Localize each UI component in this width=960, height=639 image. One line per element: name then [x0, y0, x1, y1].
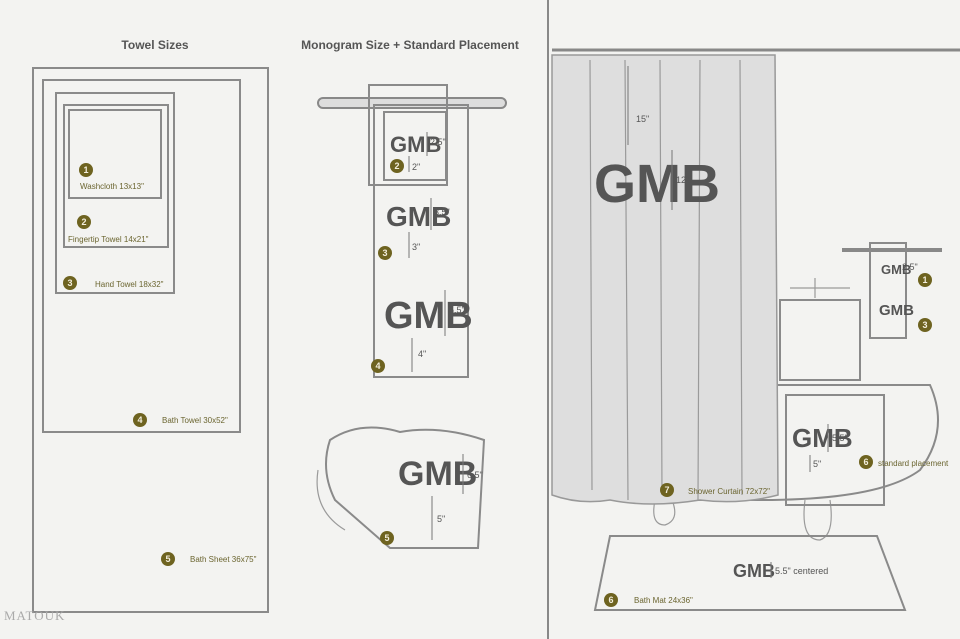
- svg-text:5: 5: [384, 533, 389, 543]
- small-towel-badge-1: 1: [918, 273, 932, 287]
- svg-text:Hand Towel 18x32": Hand Towel 18x32": [95, 280, 164, 289]
- monogram-fingertip: GMB 2.5" 2" 2: [390, 132, 446, 173]
- hand-towel-label: 3 Hand Towel 18x32": [63, 276, 164, 290]
- bathroom-fixtures: GMB 2.5" GMB: [653, 242, 942, 541]
- svg-text:standard placement: standard placement: [878, 459, 949, 468]
- svg-text:GMB: GMB: [594, 154, 720, 214]
- folded-bath-sheet: GMB 6.5" 5" 5: [316, 426, 486, 549]
- svg-text:GMB: GMB: [881, 262, 911, 277]
- svg-text:GMB: GMB: [384, 295, 473, 337]
- svg-text:Bath Towel 30x52": Bath Towel 30x52": [162, 416, 228, 425]
- svg-text:5.5": 5.5": [832, 433, 848, 443]
- svg-text:2.5": 2.5": [430, 137, 446, 147]
- svg-text:5.5" centered: 5.5" centered: [775, 566, 828, 576]
- svg-text:2.5": 2.5": [902, 262, 918, 272]
- svg-text:1: 1: [922, 275, 927, 285]
- svg-text:Bath Sheet 36x75": Bath Sheet 36x75": [190, 555, 257, 564]
- svg-text:3": 3": [412, 242, 420, 252]
- svg-text:3: 3: [382, 248, 387, 258]
- svg-text:5.5": 5.5": [449, 305, 465, 315]
- svg-text:6.5": 6.5": [467, 470, 483, 480]
- svg-text:2": 2": [412, 162, 420, 172]
- svg-text:GMB: GMB: [733, 561, 775, 581]
- monogram-bath-towel: GMB 5.5" 4" 4: [371, 290, 473, 373]
- svg-text:6: 6: [863, 457, 868, 467]
- svg-text:5": 5": [437, 514, 445, 524]
- svg-text:Bath Mat 24x36": Bath Mat 24x36": [634, 596, 693, 605]
- svg-text:5: 5: [165, 554, 170, 564]
- svg-text:Shower Curtain 72x72": Shower Curtain 72x72": [688, 487, 770, 496]
- brand-logo: MATOUK: [4, 608, 65, 623]
- small-towel-badge-3: 3: [918, 318, 932, 332]
- svg-text:4: 4: [375, 361, 380, 371]
- svg-text:4": 4": [418, 349, 426, 359]
- shower-curtain: GMB 15" 12" 7 Shower Curtain 72x72": [551, 48, 960, 505]
- bath-towel-label: 4 Bath Towel 30x52": [133, 413, 228, 427]
- tub-towel-monogram: GMB 5.5" 5" 6 standard placement: [792, 423, 949, 472]
- svg-text:GMB: GMB: [386, 201, 451, 232]
- svg-text:GMB: GMB: [792, 423, 853, 453]
- towel-sizes-title: Towel Sizes: [121, 38, 188, 52]
- svg-text:2: 2: [81, 217, 86, 227]
- svg-text:6: 6: [608, 595, 613, 605]
- bath-sheet-label: 5 Bath Sheet 36x75": [161, 552, 257, 566]
- svg-text:Washcloth 13x13": Washcloth 13x13": [80, 182, 144, 191]
- svg-text:5": 5": [813, 459, 821, 469]
- svg-text:12": 12": [676, 175, 689, 185]
- svg-text:Fingertip Towel 14x21": Fingertip Towel 14x21": [68, 235, 149, 244]
- svg-text:3.5": 3.5": [434, 207, 450, 217]
- monogram-hand-towel: GMB 3.5" 3" 3: [378, 198, 451, 260]
- svg-text:1: 1: [83, 165, 88, 175]
- svg-text:3: 3: [67, 278, 72, 288]
- svg-text:3: 3: [922, 320, 927, 330]
- svg-text:GMB: GMB: [390, 132, 441, 157]
- monogram-title: Monogram Size + Standard Placement: [301, 38, 519, 52]
- towel-size-diagram: [32, 67, 269, 613]
- svg-text:15": 15": [636, 114, 649, 124]
- towel-bar-illustration: [317, 84, 507, 378]
- svg-text:GMB: GMB: [879, 302, 914, 319]
- svg-text:4: 4: [137, 415, 142, 425]
- svg-text:2: 2: [394, 161, 399, 171]
- svg-text:GMB: GMB: [398, 455, 477, 493]
- svg-text:7: 7: [664, 485, 669, 495]
- bath-mat: GMB 5.5" centered 6 Bath Mat 24x36": [593, 535, 907, 611]
